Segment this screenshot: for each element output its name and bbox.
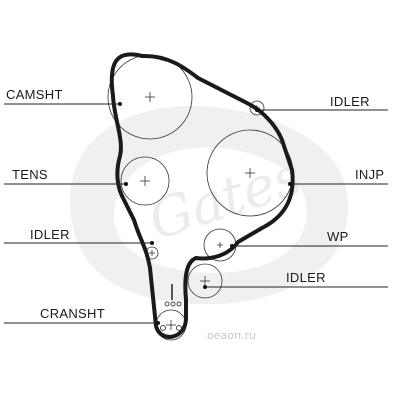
label-idler-left: IDLER xyxy=(30,227,70,242)
label-crankshaft: CRANSHT xyxy=(40,306,105,321)
tensioner-pulley xyxy=(120,156,170,206)
timing-belt xyxy=(109,52,295,339)
crank-timing-marks xyxy=(160,284,182,331)
label-camshaft: CAMSHT xyxy=(6,87,63,102)
idler-right-pulley xyxy=(187,263,223,299)
brand-logo-watermark: Gates xyxy=(70,105,349,305)
site-watermark: oeaoп.ru xyxy=(207,329,256,342)
label-water-pump: WP xyxy=(327,229,349,244)
idler-top-pulley xyxy=(249,100,265,116)
label-injection-pump: INJP xyxy=(355,167,384,182)
label-idler-top: IDLER xyxy=(330,94,370,109)
leader-lines xyxy=(4,102,388,325)
label-tensioner: TENS xyxy=(12,167,48,182)
label-idler-right: IDLER xyxy=(286,270,326,285)
